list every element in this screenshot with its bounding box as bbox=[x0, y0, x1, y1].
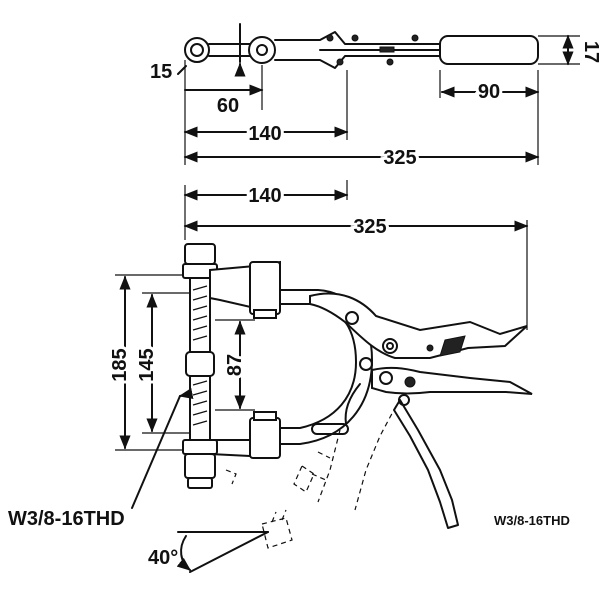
dim-140-mid: 140 bbox=[248, 185, 281, 207]
lower-handle bbox=[371, 366, 533, 395]
dim-145: 145 bbox=[136, 348, 158, 381]
open-jaw-phantom bbox=[317, 429, 341, 503]
handle-upper-edge bbox=[274, 31, 441, 45]
grip bbox=[439, 35, 539, 65]
dim-140-top: 140 bbox=[248, 123, 281, 145]
dim-325-top: 325 bbox=[383, 147, 416, 169]
center-collar bbox=[185, 351, 215, 377]
dim-87: 87 bbox=[224, 354, 246, 376]
pivot-disc bbox=[248, 36, 276, 64]
dim-60: 60 bbox=[217, 95, 239, 117]
end-ring bbox=[184, 37, 210, 63]
thread-label-right: W3/8-16THD bbox=[494, 513, 570, 528]
side-view-dimensions: 140 325 185 145 87 bbox=[106, 180, 529, 451]
release-lever bbox=[393, 399, 459, 529]
upper-handle bbox=[309, 292, 528, 359]
top-view: 17 15 60 90 140 325 bbox=[150, 23, 600, 172]
thread-label-left: W3/8-16THD bbox=[8, 508, 125, 530]
dim-185: 185 bbox=[109, 348, 131, 381]
bottom-nut bbox=[184, 453, 216, 479]
side-view-clamp bbox=[182, 243, 533, 529]
handle-lower-edge bbox=[274, 55, 441, 69]
angle-callout: 40° bbox=[148, 509, 293, 573]
dim-90: 90 bbox=[478, 81, 500, 103]
dim-325-mid: 325 bbox=[353, 216, 386, 238]
dim-17: 17 bbox=[580, 41, 600, 63]
lower-arm-block bbox=[249, 417, 281, 459]
top-nut bbox=[184, 243, 216, 265]
dim-15: 15 bbox=[150, 61, 172, 83]
thread-label-left-group: W3/8-16THD bbox=[8, 388, 194, 530]
dim-40-deg: 40° bbox=[148, 547, 178, 569]
